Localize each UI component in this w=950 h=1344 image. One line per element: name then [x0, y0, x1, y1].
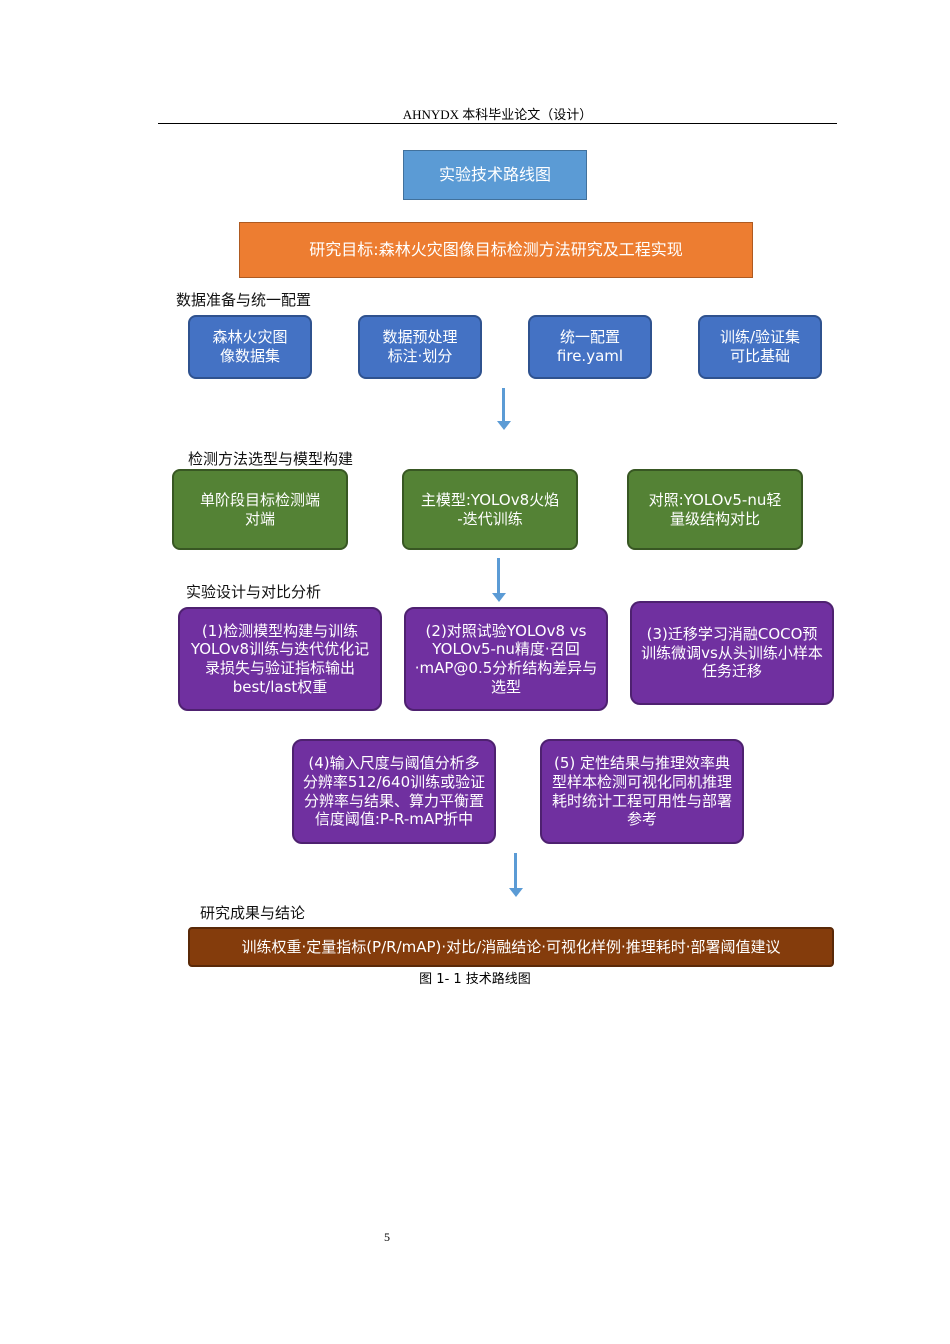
box-preprocess: 数据预处理 标注·划分: [358, 315, 482, 379]
section-label-data: 数据准备与统一配置: [176, 291, 312, 309]
box-exp-5: (5) 定性结果与推理效率典型样本检测可视化同机推理耗时统计工程可用性与部署参考: [540, 739, 744, 844]
section-label-experiment: 实验设计与对比分析: [186, 583, 322, 601]
box-contrast-model: 对照:YOLOv5-nu轻 量级结构对比: [627, 469, 803, 550]
box-main-model: 主模型:YOLOv8火焰 -迭代训练: [402, 469, 578, 550]
research-goal-box: 研究目标:森林火灾图像目标检测方法研究及工程实现: [239, 222, 753, 278]
arrow-down-1: [497, 388, 511, 430]
arrow-down-3: [509, 853, 523, 897]
box-exp-1: (1)检测模型构建与训练YOLOv8训练与迭代优化记录损失与验证指标输出best…: [178, 607, 382, 711]
page-number: 5: [384, 1230, 390, 1244]
arrow-down-2: [492, 558, 506, 602]
box-exp-4: (4)输入尺度与阈值分析多分辨率512/640训练或验证分辨率与结果、算力平衡置…: [292, 739, 496, 844]
box-single-stage: 单阶段目标检测端 对端: [172, 469, 348, 550]
box-dataset: 森林火灾图 像数据集: [188, 315, 312, 379]
header-rule: [158, 123, 837, 124]
box-split: 训练/验证集 可比基础: [698, 315, 822, 379]
section-label-result: 研究成果与结论: [200, 904, 306, 922]
page-header: AHNYDX 本科毕业论文（设计）: [402, 107, 593, 122]
box-exp-3: (3)迁移学习消融COCO预训练微调vs从头训练小样本任务迁移: [630, 601, 834, 705]
box-exp-2: (2)对照试验YOLOv8 vs YOLOv5-nu精度·召回·mAP@0.5分…: [404, 607, 608, 711]
diagram-title: 实验技术路线图: [403, 150, 587, 200]
section-label-model: 检测方法选型与模型构建: [188, 450, 354, 468]
box-config: 统一配置 fire.yaml: [528, 315, 652, 379]
result-box: 训练权重·定量指标(P/R/mAP)·对比/消融结论·可视化样例·推理耗时·部署…: [188, 927, 834, 967]
figure-caption: 图 1- 1 技术路线图: [419, 972, 531, 987]
